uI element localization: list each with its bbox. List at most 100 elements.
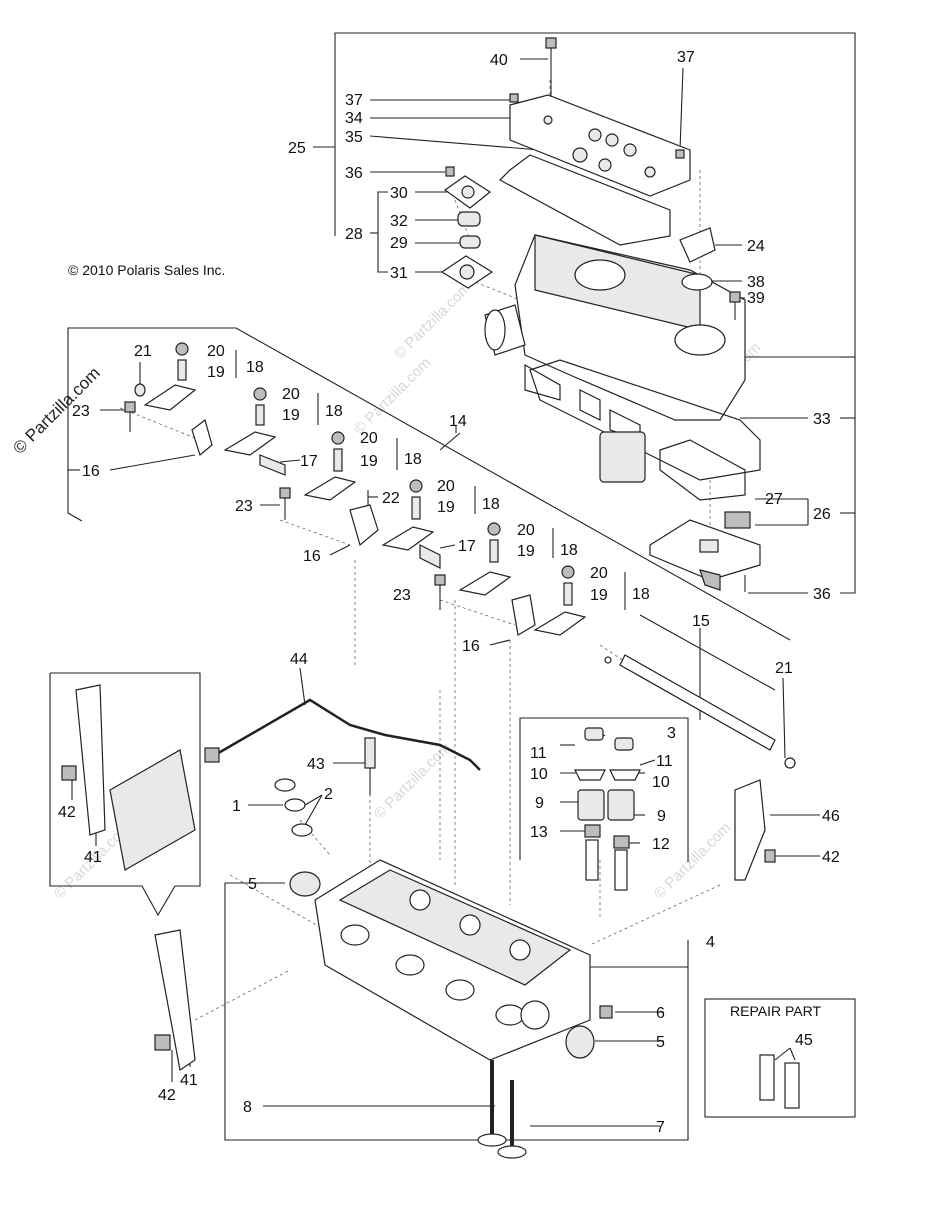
- callout-43: 43: [307, 756, 325, 773]
- callout-2: 2: [324, 786, 333, 803]
- gasket-33: [529, 359, 761, 481]
- rocker-assembly-6: [533, 565, 587, 636]
- callout-10: 10: [652, 774, 670, 791]
- callout-36: 36: [813, 586, 831, 603]
- callout-29: 29: [390, 235, 408, 252]
- callout-19: 19: [517, 543, 535, 560]
- cylinder-head: [314, 859, 591, 1061]
- callout-22: 22: [382, 490, 400, 507]
- callout-20: 20: [282, 386, 300, 403]
- callout-14: 14: [449, 413, 467, 430]
- callout-20: 20: [360, 430, 378, 447]
- callout-26: 26: [813, 506, 831, 523]
- screw-37: [509, 93, 685, 159]
- callout-18: 18: [482, 496, 500, 513]
- rocker-shaft: [604, 654, 796, 769]
- watermark-text: © Partzilla.com: [351, 354, 434, 437]
- callout-8: 8: [243, 1099, 252, 1116]
- callout-17: 17: [300, 453, 318, 470]
- callout-4: 4: [706, 934, 715, 951]
- callout-6: 6: [656, 1005, 665, 1022]
- callout-32: 32: [390, 213, 408, 230]
- callout-20: 20: [590, 565, 608, 582]
- repair-part-title: REPAIR PART: [730, 1003, 821, 1019]
- callout-45: 45: [795, 1032, 813, 1049]
- callout-13: 13: [530, 824, 548, 841]
- callout-44: 44: [290, 651, 308, 668]
- callout-5: 5: [656, 1034, 665, 1051]
- seal-washers: [274, 778, 313, 837]
- oil-cap: [679, 227, 716, 291]
- callout-30: 30: [390, 185, 408, 202]
- callout-36: 36: [345, 165, 363, 182]
- callout-42: 42: [58, 804, 76, 821]
- callout-25: 25: [288, 140, 306, 157]
- callout-33: 33: [813, 411, 831, 428]
- callout-28: 28: [345, 226, 363, 243]
- callout-27: 27: [765, 491, 783, 508]
- rocker-assembly-5: [458, 522, 536, 636]
- callout-18: 18: [325, 403, 343, 420]
- callout-20: 20: [437, 478, 455, 495]
- callout-7: 7: [656, 1119, 665, 1136]
- valve-cover-cap: [509, 94, 691, 197]
- callout-23: 23: [235, 498, 253, 515]
- repair-guides: [759, 1054, 800, 1109]
- watermark-text: © Partzilla.com: [391, 279, 474, 362]
- callout-40: 40: [490, 52, 508, 69]
- callout-39: 39: [747, 290, 765, 307]
- callout-46: 46: [822, 808, 840, 825]
- callout-41: 41: [180, 1072, 198, 1089]
- callout-21: 21: [775, 660, 793, 677]
- bolt-40: [545, 37, 557, 97]
- callout-34: 34: [345, 110, 363, 127]
- callout-16: 16: [82, 463, 100, 480]
- copyright-notice: © 2010 Polaris Sales Inc.: [68, 262, 225, 278]
- callout-11: 11: [656, 753, 673, 770]
- callout-3: 3: [667, 725, 676, 742]
- rocker-assembly-4: [381, 479, 446, 610]
- callout-19: 19: [282, 407, 300, 424]
- callout-labels: 40 37 37 34 35 25 36 30 32 28 29 31 24 3…: [58, 49, 840, 1136]
- rocker-assembly-3: [303, 431, 369, 505]
- callout-37: 37: [345, 92, 363, 109]
- glow-plug-harness: [204, 698, 481, 795]
- callout-42: 42: [158, 1087, 176, 1104]
- callout-10: 10: [530, 766, 548, 783]
- callout-41: 41: [84, 849, 102, 866]
- callout-21: 21: [134, 343, 152, 360]
- callout-11: 11: [530, 745, 547, 762]
- callout-24: 24: [747, 238, 765, 255]
- callout-18: 18: [560, 542, 578, 559]
- callout-16: 16: [303, 548, 321, 565]
- callout-9: 9: [535, 795, 544, 812]
- breather-parts: [440, 166, 494, 289]
- callout-5: 5: [248, 876, 257, 893]
- callout-19: 19: [437, 499, 455, 516]
- callout-16: 16: [462, 638, 480, 655]
- watermark-text: © Partzilla.com: [371, 739, 454, 822]
- callout-19: 19: [360, 453, 378, 470]
- lift-brackets: [61, 684, 776, 1072]
- callout-12: 12: [652, 836, 670, 853]
- rocker-assembly-2: [223, 387, 379, 547]
- callout-15: 15: [692, 613, 710, 630]
- callout-38: 38: [747, 274, 765, 291]
- callout-35: 35: [345, 129, 363, 146]
- callout-18: 18: [632, 586, 650, 603]
- valve-parts: [574, 727, 641, 891]
- callout-19: 19: [590, 587, 608, 604]
- callout-42: 42: [822, 849, 840, 866]
- callout-20: 20: [207, 343, 225, 360]
- filter-parts: [599, 431, 761, 592]
- plug-5: [289, 871, 613, 1059]
- callout-31: 31: [390, 265, 408, 282]
- leader-lines: [71, 58, 855, 1127]
- rocker-assembly-1: [124, 342, 213, 457]
- callout-23: 23: [393, 587, 411, 604]
- callout-19: 19: [207, 364, 225, 381]
- bracket-lines: [49, 32, 856, 1141]
- callout-18: 18: [404, 451, 422, 468]
- callout-17: 17: [458, 538, 476, 555]
